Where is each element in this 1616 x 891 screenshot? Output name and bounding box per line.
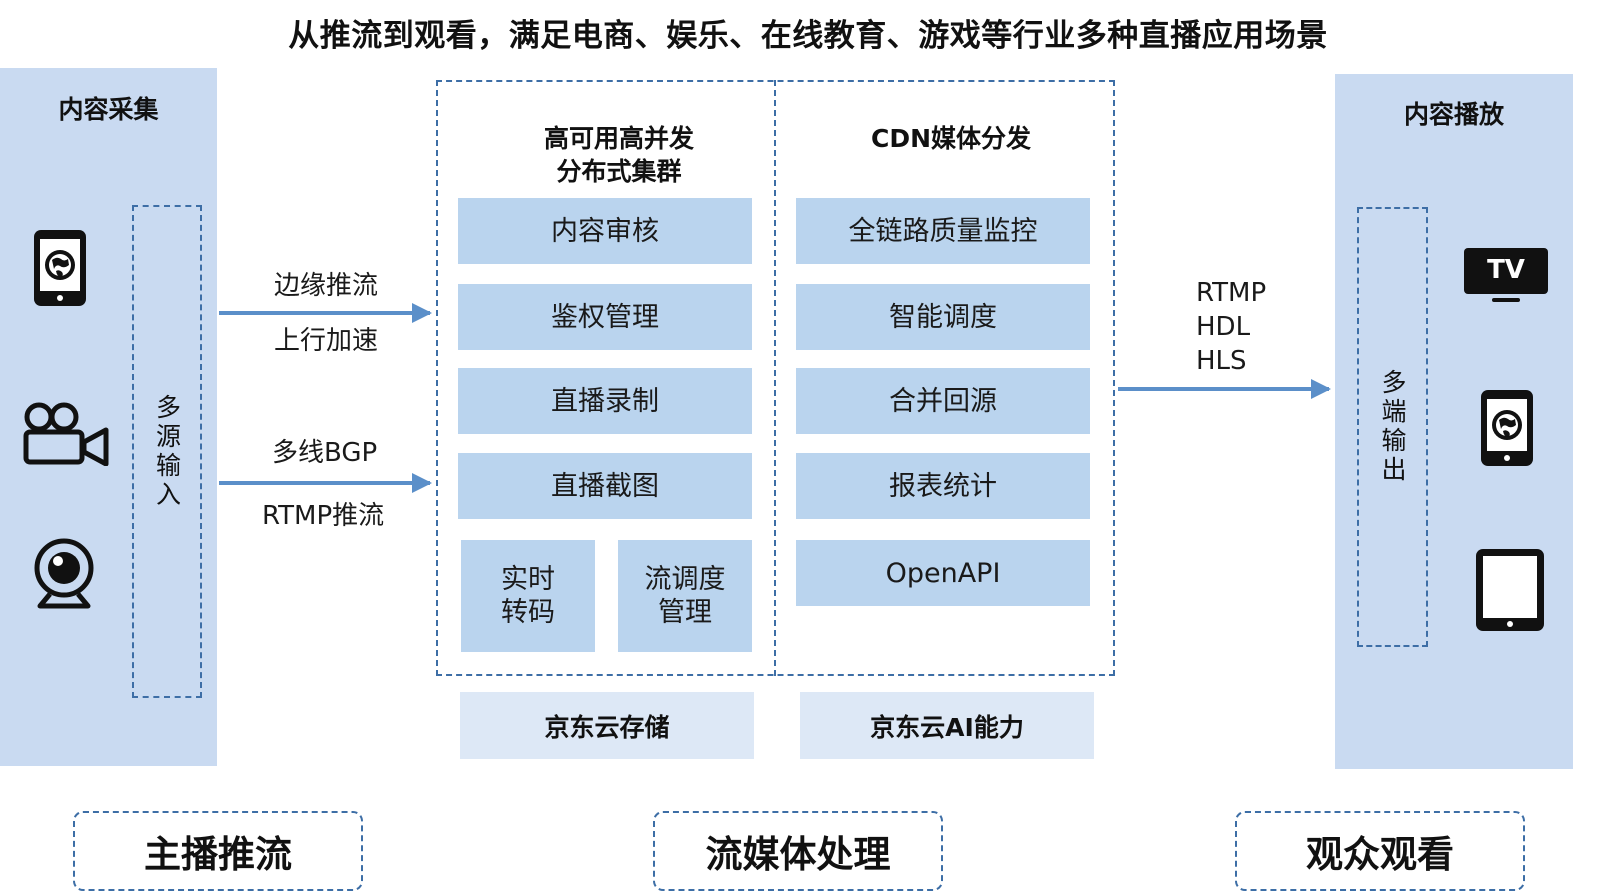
- tablet-icon: [1474, 547, 1546, 633]
- realtime-transcode-item: 实时 转码: [461, 540, 595, 652]
- quality-monitor-item: 全链路质量监控: [796, 198, 1090, 264]
- cdn-title: CDN媒体分发: [870, 124, 1032, 153]
- content-playback-panel: [1335, 74, 1573, 769]
- jdcloud-storage-box: 京东云存储: [460, 692, 754, 759]
- tv-icon: TV: [1464, 248, 1548, 304]
- protocol-hls-label: HLS: [1196, 346, 1247, 376]
- multi-device-output-label: 多端输出: [1378, 369, 1407, 485]
- video-camera-icon: [22, 402, 110, 466]
- page-title: 从推流到观看，满足电商、娱乐、在线教育、游戏等行业多种直播应用场景: [288, 18, 1328, 54]
- realtime-transcode-line2: 转码: [501, 597, 555, 628]
- auth-management-item: 鉴权管理: [458, 284, 752, 350]
- jdcloud-ai-box: 京东云AI能力: [800, 692, 1094, 759]
- multi-source-input-box: 多源输入: [132, 205, 202, 698]
- webcam-icon: [28, 538, 100, 610]
- content-review-item: 内容审核: [458, 198, 752, 264]
- cluster-title-line2: 分布式集群: [556, 157, 682, 186]
- smartphone-globe-icon: [32, 228, 88, 308]
- processing-divider: [774, 80, 776, 676]
- edge-push-label: 边缘推流: [274, 271, 379, 301]
- live-screenshot-item: 直播截图: [458, 453, 752, 519]
- multi-device-output-box: 多端输出: [1357, 207, 1428, 647]
- live-recording-item: 直播录制: [458, 368, 752, 434]
- realtime-transcode-line1: 实时: [501, 564, 555, 595]
- media-processing-label: 流媒体处理: [653, 811, 943, 891]
- stream-scheduling-line1: 流调度: [644, 564, 726, 595]
- tv-label: TV: [1487, 255, 1525, 285]
- multi-source-input-label: 多源输入: [152, 393, 182, 510]
- content-capture-title: 内容采集: [58, 95, 159, 124]
- content-playback-title: 内容播放: [1403, 100, 1504, 129]
- anchor-push-label: 主播推流: [73, 811, 363, 891]
- stream-scheduling-line2: 管理: [658, 597, 712, 628]
- smartphone-globe-icon: [1479, 388, 1535, 468]
- uplink-accel-label: 上行加速: [274, 326, 379, 356]
- content-capture-panel: [0, 68, 217, 766]
- stream-scheduling-item: 流调度 管理: [618, 540, 752, 652]
- protocol-hdl-label: HDL: [1196, 312, 1251, 342]
- audience-watch-label: 观众观看: [1235, 811, 1525, 891]
- multi-bgp-label: 多线BGP: [272, 438, 378, 468]
- protocol-rtmp-label: RTMP: [1196, 278, 1267, 308]
- report-stats-item: 报表统计: [796, 453, 1090, 519]
- cluster-title-line1: 高可用高并发: [543, 124, 694, 153]
- open-api-item: OpenAPI: [796, 540, 1090, 606]
- smart-scheduling-item: 智能调度: [796, 284, 1090, 350]
- rtmp-push-label: RTMP推流: [262, 501, 385, 531]
- cluster-title: 高可用高并发 分布式集群: [458, 122, 780, 188]
- merged-origin-item: 合并回源: [796, 368, 1090, 434]
